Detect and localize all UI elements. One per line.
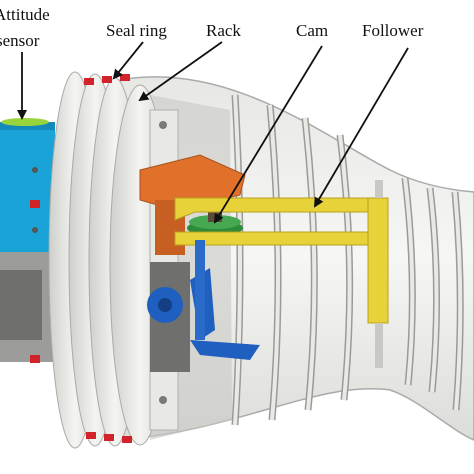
label-attitude-line2: sensor (0, 31, 40, 50)
label-cam: Cam (296, 21, 329, 40)
callout-arrows (17, 41, 409, 224)
seal-ring-discs (48, 71, 171, 449)
attitude-sensor (0, 118, 55, 363)
label-attitude-line1: Attitude (0, 5, 50, 24)
seal-ring-red-marks (84, 74, 132, 443)
gear-assembly (147, 240, 260, 372)
label-rack: Rack (206, 21, 241, 40)
label-follower: Follower (362, 21, 424, 40)
label-seal-ring: Seal ring (106, 21, 167, 40)
cam-assembly (139, 154, 246, 255)
